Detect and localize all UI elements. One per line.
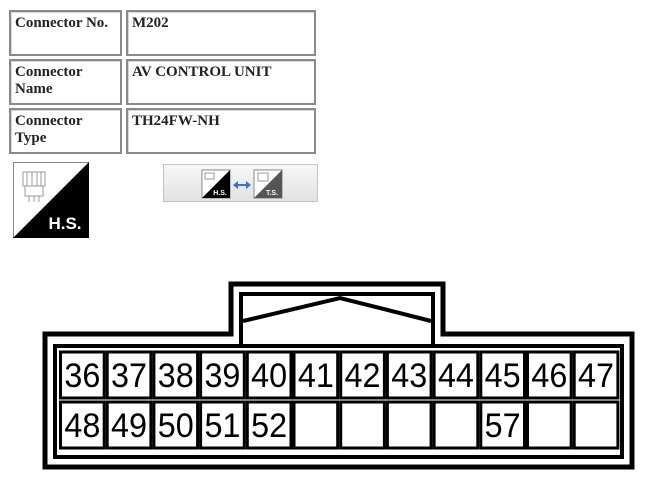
pin-number: 44 [438, 357, 474, 395]
connector-inner-frame [53, 344, 624, 459]
hs-icon-label: H.S. [48, 214, 81, 233]
pin-cavity [479, 350, 526, 400]
pin-cavity [572, 400, 620, 450]
pin-number: 47 [578, 357, 614, 395]
connector-type-value: TH24FW-NH [126, 108, 316, 154]
pin-cavity [385, 350, 433, 400]
swap-arrow-icon [233, 181, 251, 189]
pin-cavity [526, 350, 573, 400]
pin-number: 46 [531, 357, 567, 395]
pin-cavity [152, 400, 200, 450]
pin-cavity [105, 350, 153, 400]
pin-number: 45 [485, 357, 521, 395]
pin-cavity [245, 400, 293, 450]
pin-number: 51 [204, 407, 240, 445]
pin-number: 50 [158, 407, 194, 445]
connector-name-value: AV CONTROL UNIT [126, 59, 316, 105]
pin-number: 48 [64, 407, 100, 445]
pin-cavity [339, 400, 386, 450]
pin-cavity [199, 350, 246, 400]
svg-text:H.S.: H.S. [213, 190, 227, 197]
hs-mini-icon: H.S. [201, 169, 231, 199]
pin-cavity [59, 350, 106, 400]
pin-cavity [292, 350, 340, 400]
pin-number: 39 [204, 357, 240, 395]
pin-number: 37 [111, 357, 147, 395]
pin-number: 36 [64, 357, 100, 395]
connector-latch-roof [242, 295, 432, 323]
pin-cavity [526, 400, 573, 450]
pin-cavity [385, 400, 433, 450]
pin-number: 38 [158, 357, 194, 395]
connector-type-label: Connector Type [9, 108, 122, 154]
hs-ts-switch-button[interactable]: H.S. T.S. [163, 164, 318, 202]
connector-no-value: M202 [126, 10, 316, 56]
pin-number: 57 [485, 407, 521, 445]
svg-text:T.S.: T.S. [266, 190, 278, 197]
pin-number: 40 [251, 357, 287, 395]
connector-name-label: Connector Name [9, 59, 122, 105]
pin-cavity [479, 400, 526, 450]
pin-cavity [339, 350, 386, 400]
pin-number: 49 [111, 407, 147, 445]
pin-cavity [105, 400, 153, 450]
connector-no-label: Connector No. [9, 10, 122, 56]
pin-number: 43 [391, 357, 427, 395]
pin-cavity [199, 400, 246, 450]
connector-face-diagram: 36 37 38 39 40 41 42 43 44 45 46 47 48 49 50 51 52 57 [42, 281, 635, 470]
harness-side-connector-icon: H.S. [13, 162, 89, 238]
pin-cavity [152, 350, 200, 400]
pin-number: 52 [251, 407, 287, 445]
pin-cavity [245, 350, 293, 400]
pin-cavity [432, 400, 480, 450]
pin-number: 41 [298, 357, 334, 395]
connector-latch [239, 292, 435, 348]
pin-cavity [432, 350, 480, 400]
ts-mini-icon: T.S. [253, 169, 283, 199]
pin-cavity [59, 400, 106, 450]
pin-cavity [572, 350, 620, 400]
pin-number: 42 [345, 357, 381, 395]
pin-cavity [292, 400, 340, 450]
